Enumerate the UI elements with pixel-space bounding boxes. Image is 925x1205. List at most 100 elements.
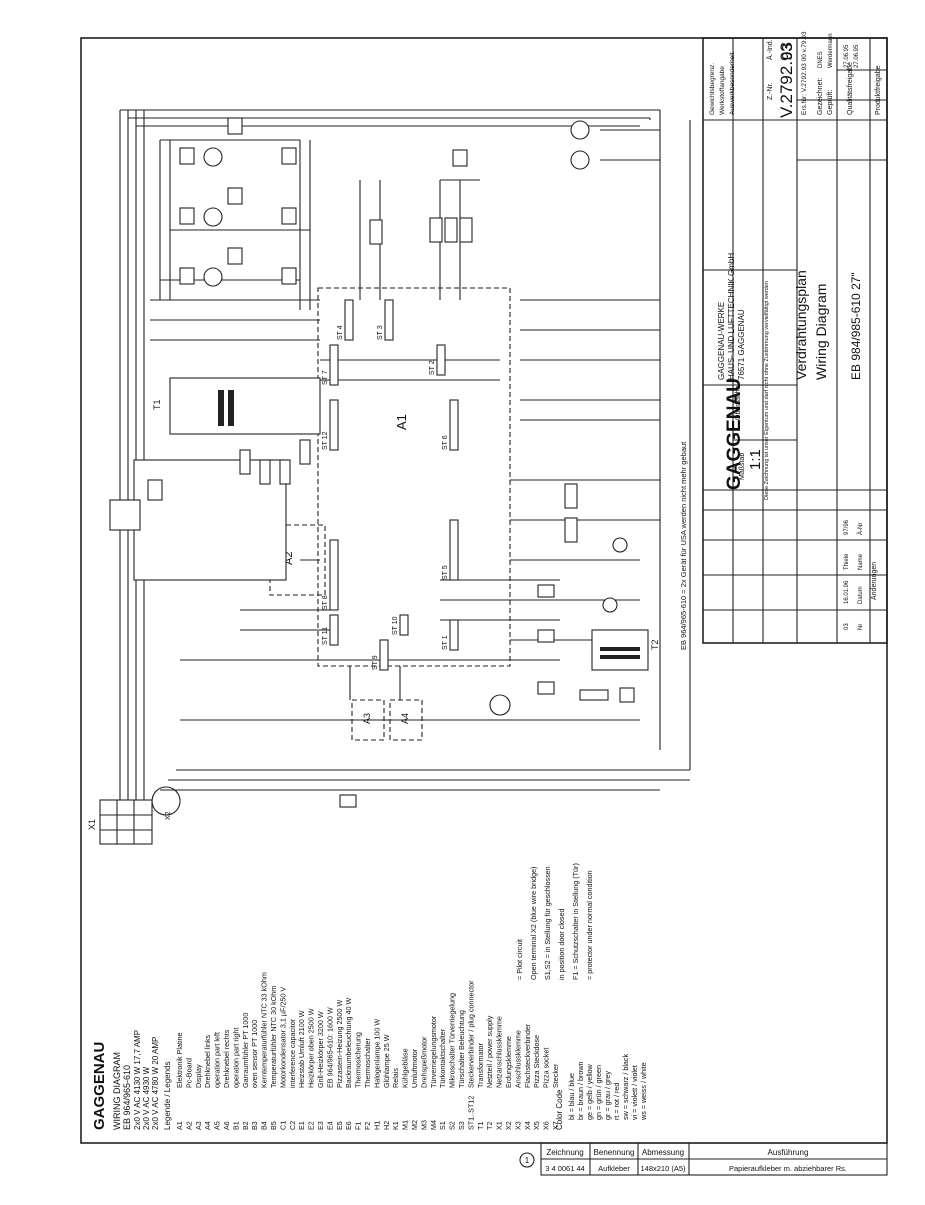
svg-text:X2: X2 — [165, 811, 172, 820]
legend-item-code: E2 — [307, 1121, 316, 1130]
outer-field-2: Auswerkbesonderheit — [729, 52, 736, 115]
strip-value-2: 148x210 (A5) — [640, 1164, 686, 1173]
motor-symbol — [602, 597, 618, 613]
legend-note: = Pilot circuit — [515, 939, 524, 980]
scale-label: Maßstab — [739, 453, 746, 480]
legend-item-code: M4 — [429, 1120, 438, 1130]
component-element — [179, 267, 195, 285]
replaces: Ers.für: V.2792.93 00 v.79.93 — [801, 31, 808, 115]
legend-item-text: Türverriegelungsmotor — [429, 1015, 438, 1088]
legend-note: Open terminal X2 (blue wire bridge) — [529, 867, 538, 980]
legend-item-text: Steckerverbinder / plug connector — [466, 980, 475, 1088]
strip-header-3: Ausführung — [768, 1148, 809, 1157]
component-element — [537, 681, 555, 695]
connector-label: ST 6 — [442, 435, 449, 450]
legend-item-text: Flachsteckverbinder — [523, 1023, 532, 1088]
connector-st6 — [449, 399, 459, 451]
legend-item-text: Kerntemperaturfühler NTC 33 kOhm — [260, 972, 269, 1088]
strip-header-1: Benennung — [594, 1148, 635, 1157]
t2-label: T2 — [650, 639, 660, 650]
legend-item-code: S3 — [457, 1121, 466, 1130]
legend-note: = protector under normal condition — [585, 870, 594, 980]
component-element — [279, 459, 291, 485]
color-code-item: bl = blau / blue — [567, 1073, 576, 1120]
transformer-t1: T1 — [152, 377, 321, 435]
legend-note: F1 = Schutzschalter in Stellung (Tür) — [571, 863, 580, 980]
legend-item-text: Kühlgebläse — [401, 1048, 410, 1088]
legend-item-code: E5 — [335, 1121, 344, 1130]
legend-item-code: E6 — [344, 1121, 353, 1130]
legend-item-code: H2 — [382, 1121, 391, 1130]
legend-item-text: Pizza socket — [542, 1048, 551, 1088]
component-element — [579, 689, 609, 701]
legend-item-text: Pizzastein-Heizung 2500 W — [335, 999, 344, 1088]
doc-no: V.2792.93 — [777, 42, 796, 118]
company-line-2: HAUS- UND LUFTTECHNIK GmbH — [727, 253, 736, 380]
legend-item-code: M3 — [419, 1120, 428, 1130]
legend-item-text: Motorkondensator 3,1 µF/250 V — [278, 987, 287, 1088]
revision-label: Ä.-Ind. — [766, 39, 774, 60]
connector-st9 — [379, 639, 389, 671]
board-a4-label: A4 — [400, 713, 410, 724]
quality-label: Qualitätsfreigabe — [847, 62, 854, 115]
legend-note: in position door closed — [557, 908, 566, 980]
legend-item-code: M1 — [401, 1120, 410, 1130]
legend-item-code: F1 — [354, 1122, 363, 1130]
motor-symbol — [612, 537, 628, 553]
color-title: Color Code — [555, 1089, 564, 1130]
component-element — [564, 517, 578, 543]
motor-symbol — [570, 150, 590, 170]
legend-item-text: Türkontaktschalter — [438, 1028, 447, 1088]
component-element — [452, 149, 468, 167]
legend-item-code: E1 — [297, 1121, 306, 1130]
legend-block: GAGGENAU WIRING DIAGRAM EB 964/965-610 2… — [91, 863, 648, 1130]
component-element — [537, 584, 555, 598]
component-element — [227, 117, 243, 135]
connector-st2 — [436, 344, 446, 376]
sheet-border — [80, 37, 888, 1144]
legend-item-code: C1 — [278, 1121, 287, 1130]
legend-item-code: X1 — [495, 1121, 504, 1130]
title-block: GAGGENAU GAGGENAU-WERKE HAUS- UND LUFTTE… — [702, 31, 888, 644]
main-wiring — [119, 109, 691, 800]
board-a1-label: A1 — [394, 414, 409, 430]
legend-item-code: S2 — [448, 1121, 457, 1130]
legend-item-code: A4 — [203, 1121, 212, 1130]
legend-item-text: oven sensor PT 1000 — [250, 1020, 259, 1088]
legend-item-code: A2 — [184, 1121, 193, 1130]
legend-item-text: interference capacitor — [288, 1018, 297, 1088]
connector-st8 — [329, 539, 339, 611]
connector-label: ST 5 — [442, 565, 449, 580]
drawing-model: EB 984/985-610 27" — [849, 272, 863, 380]
legend-item-code: B2 — [241, 1121, 250, 1130]
motor-symbol — [489, 694, 511, 716]
legend-item-code: X3 — [513, 1121, 522, 1130]
connector-st11 — [329, 614, 339, 646]
production-label: Produktfreigabe — [875, 65, 882, 115]
legend-item-text: Thermoschalter — [363, 1037, 372, 1088]
change-row-1: 16.01.96 — [844, 580, 850, 604]
legend-item-text: Relais — [391, 1068, 400, 1088]
legend-item-text: Garraumfühler PT 1000 — [241, 1013, 250, 1088]
bottom-strip-table: Zeichnung Benennung Abmessung Ausführung… — [519, 1142, 888, 1176]
legend-item-code: M2 — [410, 1120, 419, 1130]
legend-item-text: Anschlussklemme — [513, 1030, 522, 1088]
strip-header-2: Abmessung — [642, 1148, 684, 1157]
connector-label: ST 4 — [337, 325, 344, 340]
board-a4-outline — [389, 699, 423, 741]
component-element — [564, 483, 578, 509]
legend-item-text: Netzteil / power supply — [485, 1015, 494, 1088]
component-element — [281, 267, 297, 285]
color-code-item: vi = violett / violet — [630, 1065, 639, 1120]
legend-item-code: E3 — [316, 1121, 325, 1130]
legend-item-text: Drehknebel rechts — [222, 1029, 231, 1088]
legend-note: S1,S2 = in Stellung für geschlossen — [543, 866, 552, 980]
component-element — [619, 687, 635, 703]
legend-item-text: Netzanschlussklemme — [495, 1016, 504, 1088]
strip-value-1: Aufkleber — [598, 1164, 630, 1173]
connector-st5 — [449, 519, 459, 581]
company-line-3: 76571 GAGGENAU — [737, 309, 746, 380]
legend-model: EB 964/965-610 — [122, 1065, 132, 1130]
connector-label: ST 11 — [322, 627, 329, 645]
legend-item-code: S1 — [438, 1121, 447, 1130]
